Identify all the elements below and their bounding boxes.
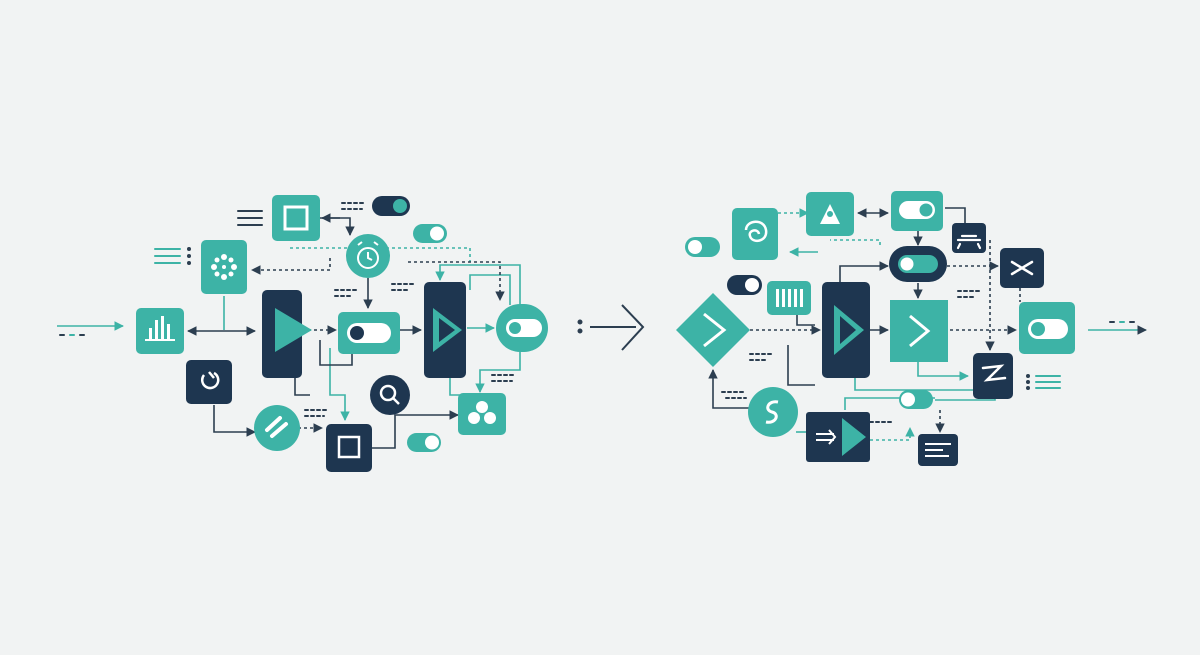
- connector: [213, 405, 256, 437]
- toggle-node: [338, 312, 400, 354]
- connector: [329, 348, 350, 421]
- left-connectors: [57, 213, 521, 449]
- right-decor-dashes: [721, 290, 1135, 423]
- connector: [320, 217, 355, 236]
- toggle-switch-icon: [727, 275, 762, 295]
- play-node-1: [262, 290, 312, 378]
- forward-play-node: [806, 412, 870, 462]
- toggle-node-dark: [889, 246, 947, 282]
- text-lines-icon: [918, 434, 958, 466]
- bot-icon: [806, 192, 854, 236]
- toggle-switch-icon: [413, 224, 447, 243]
- toggle-switch-icon: [899, 390, 933, 409]
- toggle-switch-icon: [685, 237, 720, 257]
- power-icon: [186, 360, 232, 404]
- transition-arrow: [577, 304, 645, 351]
- drone-icon: [952, 223, 986, 253]
- connector: [435, 264, 521, 305]
- connector: [787, 345, 815, 386]
- play-node: [822, 282, 870, 378]
- toggle-switch-icon: [407, 433, 441, 452]
- connector: [796, 313, 815, 326]
- connector: [945, 207, 966, 225]
- sync-icon: [748, 387, 798, 437]
- connector: [870, 427, 915, 441]
- connector: [475, 352, 521, 393]
- chart-bars-icon: [136, 308, 184, 354]
- toggle-node: [891, 191, 943, 231]
- sparkle-icon: [201, 240, 247, 294]
- left-nodes: [136, 195, 548, 472]
- decision-diamond: [676, 293, 750, 367]
- play-node-2: [424, 282, 466, 378]
- frame-square-icon: [326, 424, 372, 472]
- connector: [251, 258, 331, 275]
- search-icon: [370, 375, 410, 415]
- connector: [449, 378, 478, 396]
- timer-icon: [346, 234, 390, 278]
- connector: [854, 372, 976, 391]
- connector: [372, 410, 459, 449]
- cluster-icon: [458, 393, 506, 435]
- toggle-switch-icon: [372, 196, 410, 216]
- barcode-icon: [767, 281, 811, 315]
- stop-square-icon: [272, 195, 320, 241]
- output-toggle-node: [496, 304, 548, 352]
- connector: [917, 362, 969, 381]
- shuffle-icon: [1000, 248, 1044, 288]
- connector: [708, 369, 758, 409]
- connector: [408, 261, 505, 301]
- right-nodes: [676, 191, 1075, 466]
- left-decor-dashes: [59, 202, 517, 417]
- connector: [319, 340, 353, 366]
- connector: [469, 274, 511, 305]
- connector: [294, 378, 310, 396]
- connector: [839, 261, 889, 283]
- chevron-node: [890, 300, 948, 362]
- output-toggle-node: [1019, 302, 1075, 354]
- swirl-icon: [732, 208, 778, 260]
- connector: [830, 239, 881, 245]
- lightning-icon: [973, 353, 1013, 399]
- swap-icon: [254, 405, 300, 451]
